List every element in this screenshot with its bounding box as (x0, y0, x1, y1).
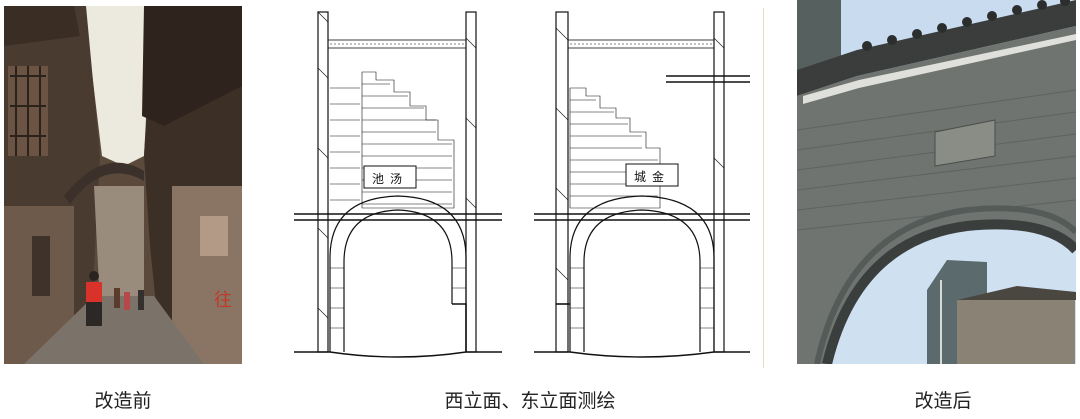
photo-before: 往 (4, 6, 242, 364)
panel-divider (763, 8, 764, 368)
east-plaque-text: 城金 (633, 170, 670, 184)
photo-after (796, 0, 1080, 366)
drawing-east-elevation: 城金 (530, 8, 752, 364)
west-plaque-text: 池汤 (371, 172, 408, 186)
drawing-west-elevation: 池汤 (290, 8, 506, 364)
caption-after: 改造后 (914, 390, 972, 412)
caption-before: 改造前 (94, 390, 152, 412)
caption-survey: 西立面、东立面测绘 (444, 390, 616, 412)
svg-text:往: 往 (214, 290, 232, 311)
